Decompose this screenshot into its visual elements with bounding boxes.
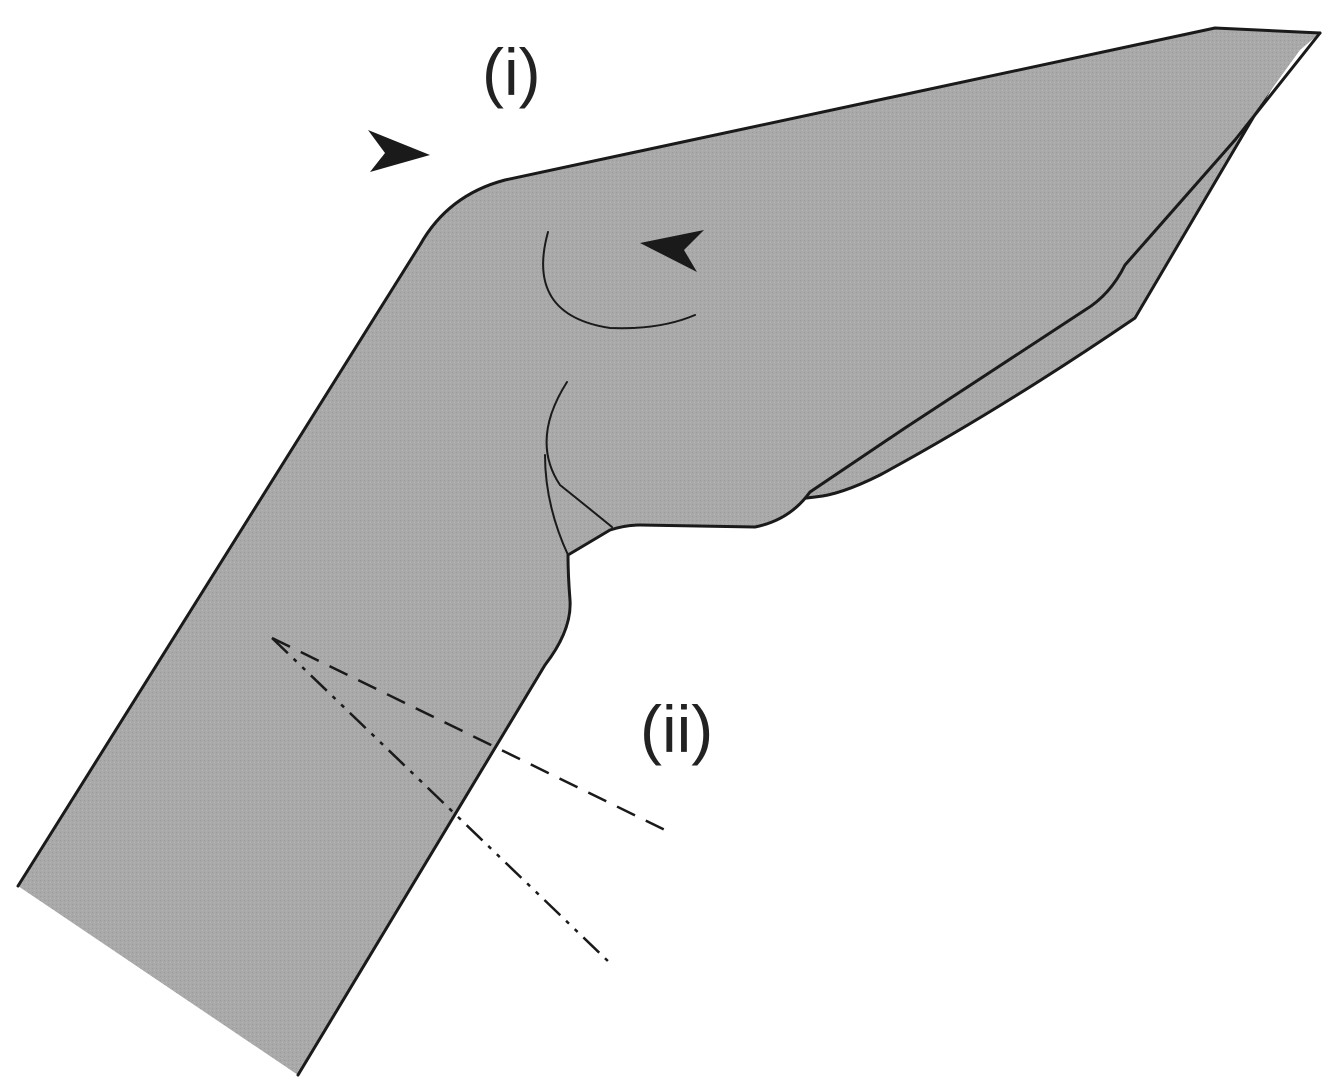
label-i: (i): [482, 35, 541, 109]
limb-body: [18, 28, 1320, 1075]
label-ii: (ii): [640, 692, 713, 766]
arrow-right-icon: [368, 130, 430, 172]
